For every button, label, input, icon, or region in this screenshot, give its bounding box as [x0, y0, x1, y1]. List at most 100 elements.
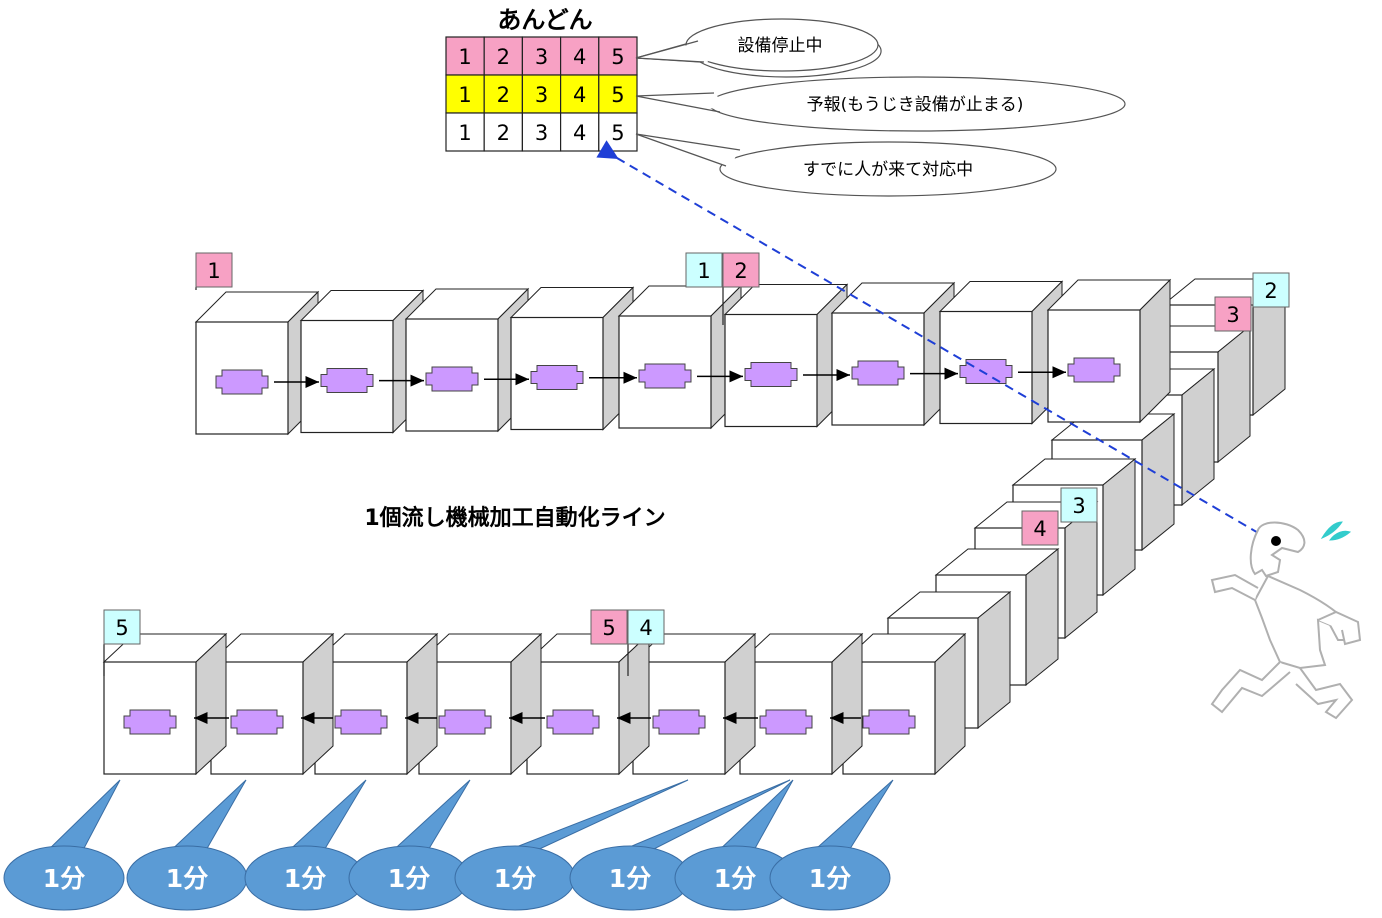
- legend-bubble-stopped: 設備停止中: [635, 18, 882, 78]
- cycle-time-label: 1分: [809, 864, 851, 893]
- legend-bubble-forecast: 予報(もうじき設備が止まる): [635, 76, 1126, 132]
- flow-arrows: [194, 366, 1066, 724]
- workpiece-icon: [123, 709, 177, 735]
- workpiece-icon: [862, 709, 916, 735]
- workpiece-icon: [230, 709, 284, 735]
- flag-number: 3: [1226, 303, 1239, 327]
- legend-text-forecast: 予報(もうじき設備が止まる): [807, 95, 1024, 115]
- andon-cell: 1: [445, 112, 485, 152]
- andon-cell: 5: [598, 112, 638, 152]
- flag-1-cyan-icon: 1: [685, 252, 723, 288]
- flag-2-pink-icon: 2: [722, 252, 760, 325]
- andon-cell: 2: [483, 112, 524, 152]
- legend-bubble-responding: すでに人が来て対応中: [635, 133, 1057, 197]
- cycle-time-bubble: 1分: [126, 779, 248, 911]
- andon-legend: 設備停止中 予報(もうじき設備が止まる) すでに人が来て対応中: [635, 18, 1126, 197]
- andon-cell: 2: [483, 36, 524, 76]
- cycle-time-label: 1分: [494, 864, 536, 893]
- workpiece-icon: [215, 369, 269, 395]
- legend-text-responding: すでに人が来て対応中: [803, 160, 973, 180]
- andon-cell: 3: [521, 74, 562, 114]
- machine-line: [102, 277, 1287, 776]
- workpiece-icon: [425, 366, 479, 392]
- workpiece-icon: [438, 709, 492, 735]
- flag-number: 5: [602, 616, 615, 640]
- flag-number: 4: [639, 616, 652, 640]
- machine-unit: [102, 632, 228, 776]
- andon-cell: 3: [521, 112, 562, 152]
- andon-cell-number: 1: [458, 83, 471, 107]
- andon-cell-number: 2: [497, 121, 510, 145]
- andon-cell-number: 3: [535, 83, 548, 107]
- andon-cell-number: 5: [611, 83, 624, 107]
- machine-unit: [1046, 278, 1172, 424]
- flag-number: 2: [1264, 279, 1277, 303]
- cycle-time-bubble: 1分: [769, 779, 894, 911]
- workpiece-icon: [851, 360, 905, 386]
- machine-unit: [723, 283, 849, 428]
- machine-unit: [209, 632, 335, 776]
- andon-cell: 1: [445, 74, 485, 114]
- cycle-time-label: 1分: [284, 864, 326, 893]
- andon-cell-number: 5: [611, 45, 624, 69]
- andon-title: あんどん: [497, 6, 592, 34]
- cycle-time-label: 1分: [43, 864, 85, 893]
- workpiece-icon: [530, 365, 584, 390]
- flag-number: 3: [1072, 494, 1085, 518]
- workpiece-icon: [744, 362, 798, 387]
- workpiece-icon: [652, 709, 706, 735]
- cycle-time-label: 1分: [609, 864, 651, 893]
- flag-number: 4: [1033, 517, 1046, 541]
- andon-cell-number: 2: [497, 45, 510, 69]
- machine-unit: [525, 632, 651, 776]
- flag-number: 2: [734, 259, 747, 283]
- machine-unit: [194, 290, 320, 436]
- machine-unit: [631, 632, 757, 776]
- andon-cell-number: 4: [573, 45, 586, 69]
- flag-5-cyan-icon: 5: [103, 609, 141, 676]
- cycle-time-bubble: 1分: [454, 779, 689, 911]
- andon-cell-number: 1: [458, 121, 471, 145]
- cycle-time-label: 1分: [166, 864, 208, 893]
- andon-cell: 5: [598, 74, 638, 114]
- flag-4-cyan-icon: 4: [627, 609, 665, 676]
- worker-figure-icon: [1210, 521, 1362, 720]
- andon-cell-number: 2: [497, 83, 510, 107]
- machine-unit: [738, 632, 864, 776]
- flag-number: 1: [207, 259, 220, 283]
- flag-5-pink-icon: 5: [590, 609, 628, 645]
- sightline-to-andon: [596, 140, 1273, 542]
- machine-unit: [404, 287, 530, 433]
- andon-cell: 1: [445, 36, 485, 76]
- machine-unit: [938, 280, 1064, 425]
- workpiece-icon: [638, 363, 692, 389]
- cycle-time-label: 1分: [388, 864, 430, 893]
- flag-number: 1: [697, 259, 710, 283]
- workpiece-icon: [759, 709, 813, 735]
- flag-3-cyan-icon: 3: [1060, 487, 1098, 523]
- andon-cell-number: 4: [573, 83, 586, 107]
- cycle-time-bubbles: 1分 1分 1分 1分 1分 1分 1分 1分: [3, 779, 894, 911]
- andon-cell: 4: [559, 36, 600, 76]
- andon-cell-number: 1: [458, 45, 471, 69]
- machine-unit: [299, 289, 425, 434]
- machine-unit: [509, 286, 635, 431]
- cycle-time-bubble: 1分: [674, 779, 796, 911]
- workpiece-icon: [320, 368, 374, 393]
- cycle-time-bubble: 1分: [348, 779, 471, 911]
- andon-cell: 4: [559, 74, 600, 114]
- andon-cell: 4: [559, 112, 600, 152]
- andon-cell-number: 4: [573, 121, 586, 145]
- cycle-time-bubble: 1分: [3, 779, 125, 911]
- cycle-time-label: 1分: [714, 864, 756, 893]
- machine-unit: [830, 281, 956, 427]
- flag-1-pink-icon: 1: [195, 252, 233, 290]
- flag-3-pink-icon: 3: [1214, 296, 1252, 332]
- legend-text-stopped: 設備停止中: [738, 36, 823, 56]
- flag-2-cyan-icon: 2: [1252, 272, 1290, 308]
- flag-4-pink-icon: 4: [1021, 510, 1059, 546]
- workpiece-icon: [1067, 357, 1121, 383]
